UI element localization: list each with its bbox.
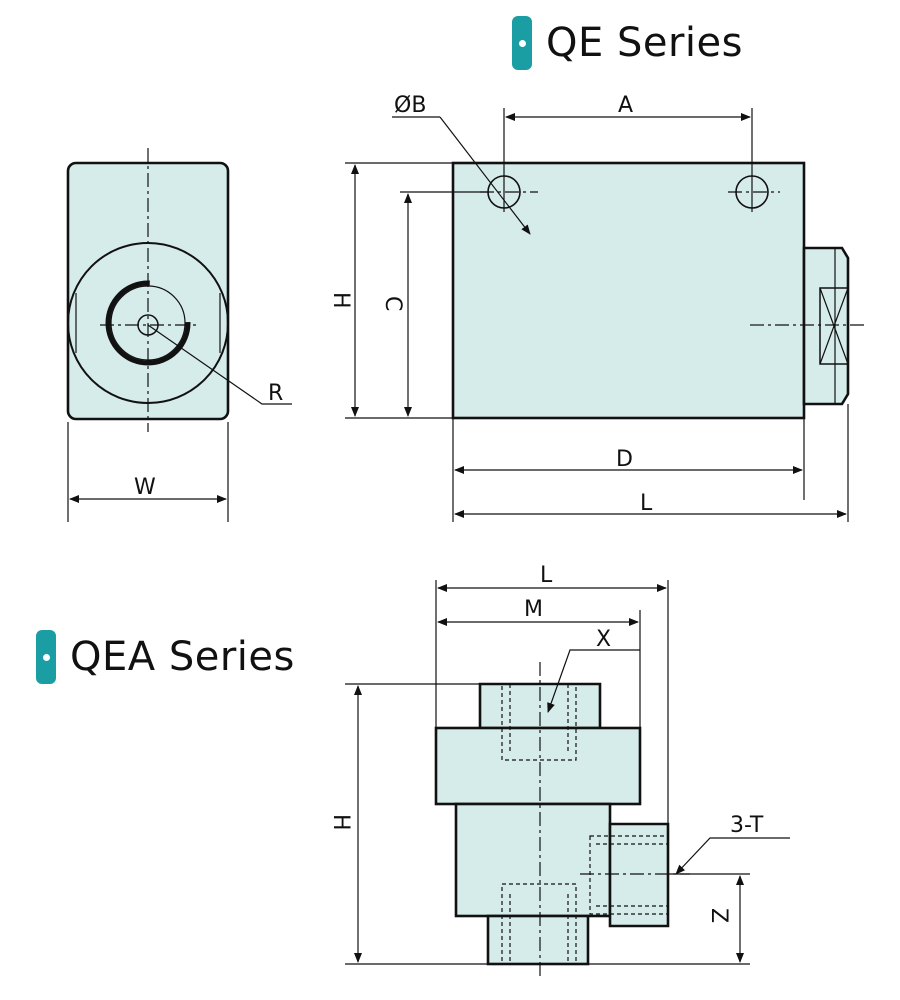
qea-dim-t-leader [675, 837, 790, 875]
qea-dim-h-label: H [328, 814, 353, 831]
qea-dim-x-label: X [596, 627, 611, 652]
qea-dim-t-label: 3-T [730, 813, 764, 838]
r-leader [147, 324, 292, 405]
qe-series-title: QE Series [512, 16, 743, 70]
dim-w-label: W [134, 475, 156, 500]
qea-side-port [608, 822, 670, 928]
hex-nut [819, 287, 849, 365]
bullet-icon [36, 630, 56, 684]
qea-dim-z-label: Z [706, 908, 731, 923]
qea-lower-body [454, 802, 612, 918]
dim-r-label: R [268, 381, 283, 406]
qea-series-label: QEA Series [70, 634, 295, 680]
qea-main-body [434, 726, 642, 806]
qe-series-label: QE Series [546, 20, 743, 66]
dim-c-label: C [380, 296, 405, 311]
dim-phib-leader [439, 116, 531, 235]
qe-side-view: A ØB H C D L [328, 93, 866, 522]
dim-l-label: L [640, 491, 653, 516]
dim-phib-label: ØB [394, 93, 426, 118]
dim-h-label: H [328, 292, 353, 309]
qea-dim-x-leader [547, 649, 640, 713]
qe-end-view: R W [66, 148, 292, 522]
qea-dim-m-label: M [524, 597, 543, 622]
bullet-icon [512, 16, 532, 70]
qe-side-body [451, 161, 806, 420]
dim-d-label: D [616, 447, 633, 472]
dim-a-label: A [618, 93, 633, 118]
qea-series-title: QEA Series [36, 630, 295, 684]
qea-bottom-nut [486, 914, 590, 966]
qea-dim-l-label: L [540, 563, 553, 588]
qea-view: L M X H 3-T Z [328, 563, 790, 980]
qe-side-boss [802, 246, 850, 406]
